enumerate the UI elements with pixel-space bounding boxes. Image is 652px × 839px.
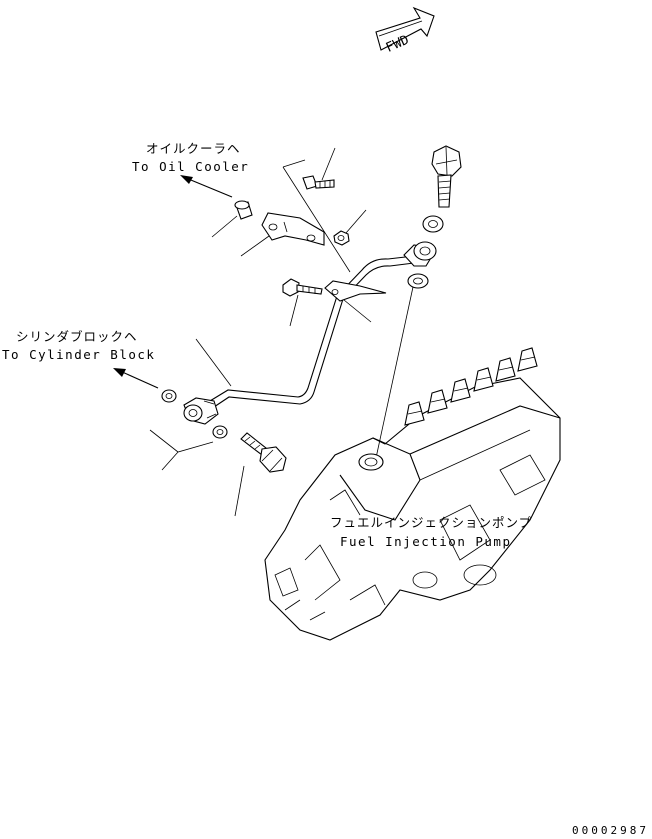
bracket-bolt xyxy=(302,175,335,190)
oil-cooler-label-en: To Oil Cooler xyxy=(132,159,249,174)
leader-nut xyxy=(345,209,367,234)
leader-bracket-group xyxy=(282,159,351,273)
leader-spacer xyxy=(211,215,238,238)
pump-label-en: Fuel Injection Pump xyxy=(340,534,512,549)
washer-upper-top xyxy=(422,215,444,233)
clip-bolt xyxy=(282,278,323,297)
eye-joint-upper xyxy=(403,241,437,267)
nut xyxy=(333,230,350,246)
oil-cooler-arrow-icon xyxy=(180,175,233,198)
washer-upper-bottom xyxy=(407,273,429,289)
clamp-bracket xyxy=(261,212,325,246)
figure-number: 00002987 xyxy=(572,824,649,837)
leader-bolt-lower xyxy=(234,465,245,517)
leader-bracket xyxy=(240,235,270,257)
oil-pipe xyxy=(204,255,415,412)
pipe-clip xyxy=(324,280,387,302)
cylinder-block-label-en: To Cylinder Block xyxy=(2,347,155,362)
washer-lower-right xyxy=(212,425,228,439)
fuel-injection-pump xyxy=(264,347,561,641)
joint-bolt-upper xyxy=(431,145,462,208)
spacer-collar xyxy=(234,200,253,220)
pump-label-jp: フュエルインジェクションポンプ xyxy=(330,515,532,530)
leader-pipe xyxy=(195,338,232,387)
washer-lower-left xyxy=(161,389,177,403)
eye-joint-lower xyxy=(183,397,219,425)
washer-lower-bracket-line xyxy=(149,429,214,471)
fwd-arrow-icon: FWD xyxy=(375,6,435,56)
leader-washer-to-pump xyxy=(375,286,414,459)
leader-bracket-bolt xyxy=(321,147,336,181)
cylinder-block-label-jp: シリンダブロックヘ xyxy=(16,329,138,344)
leader-clip xyxy=(343,299,372,323)
delivery-valve-holders xyxy=(404,347,538,426)
leader-clip-bolt xyxy=(289,294,299,327)
joint-bolt-lower xyxy=(240,432,287,473)
cylinder-block-arrow-icon xyxy=(113,368,159,389)
oil-cooler-label-jp: オイルクーラヘ xyxy=(146,141,241,156)
